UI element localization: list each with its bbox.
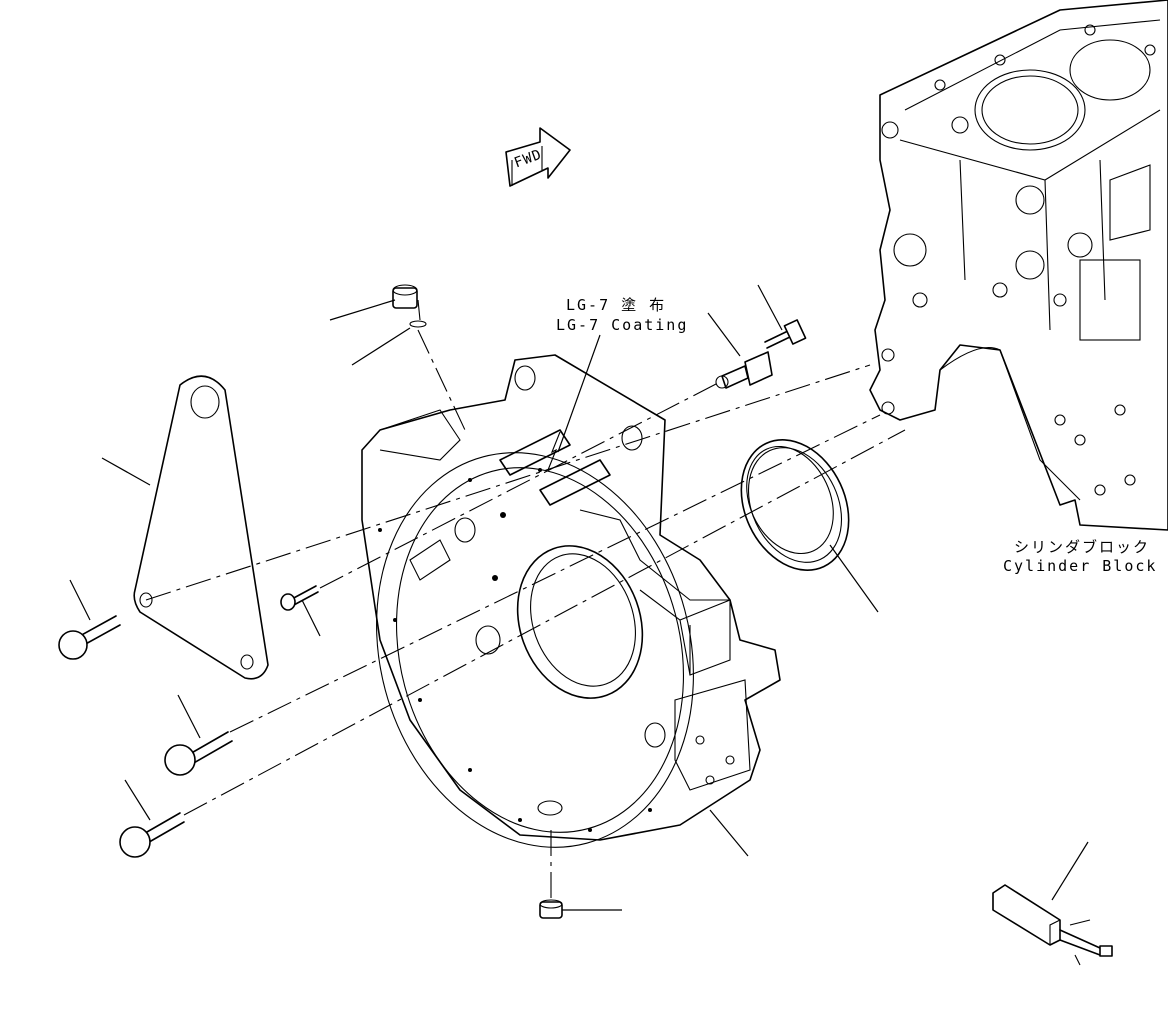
- sensor-bolt: [764, 319, 807, 349]
- mounting-bracket: [133, 375, 269, 680]
- service-tool: [992, 884, 1113, 966]
- speed-sensor: [715, 351, 773, 389]
- leader-lines: [69, 284, 1089, 911]
- cylinder-block-label-en: Cylinder Block: [1003, 557, 1158, 575]
- coating-label-en: LG-7 Coating: [556, 316, 689, 334]
- cylinder-block-label-jp: シリンダブロック: [1014, 538, 1151, 556]
- cylinder-block: [869, 0, 1168, 531]
- alignment-lines: [145, 299, 906, 900]
- flywheel-housing: [361, 354, 781, 848]
- bolt-lower: [119, 812, 185, 858]
- drain-plug-top: [392, 284, 427, 328]
- oil-seal: [740, 439, 850, 571]
- coating-label-jp: LG-7 塗 布: [566, 296, 667, 314]
- bolt-middle: [164, 731, 233, 776]
- fwd-arrow-icon: [505, 127, 571, 187]
- drain-plug-bottom: [539, 899, 563, 919]
- bolt-bracket: [58, 615, 121, 660]
- bolt-small: [280, 585, 319, 611]
